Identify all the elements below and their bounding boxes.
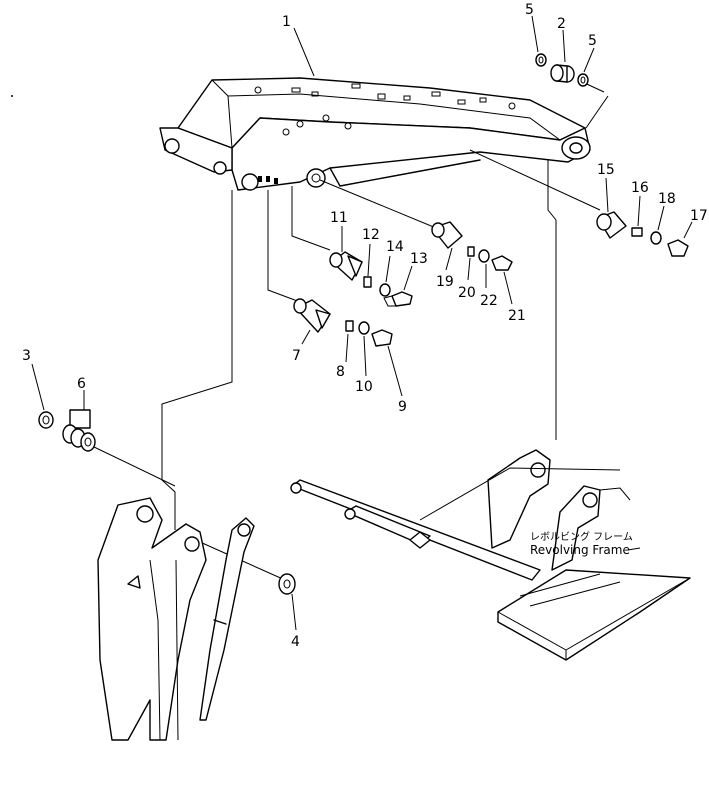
callout-1: 1 <box>282 14 291 30</box>
callout-12: 12 <box>362 227 380 243</box>
seal-5-right <box>577 73 589 87</box>
frame-label-english: Revolving Frame <box>530 543 630 557</box>
callout-21: 21 <box>508 308 526 324</box>
callout-19: 19 <box>436 274 454 290</box>
boom <box>159 77 591 191</box>
boom-foot-bracket <box>97 497 207 741</box>
callout-5-right: 5 <box>588 33 597 49</box>
callout-20: 20 <box>458 285 476 301</box>
spacer-16 <box>631 227 643 237</box>
callout-9: 9 <box>398 399 407 415</box>
boom-top-holes <box>254 83 516 136</box>
bushing-4 <box>278 573 296 595</box>
bolt-13 <box>383 291 413 307</box>
boom-cylinder <box>199 517 255 721</box>
callout-16: 16 <box>631 180 649 196</box>
pin-11 <box>329 251 363 281</box>
washer-22 <box>478 249 490 263</box>
callout-3: 3 <box>22 348 31 364</box>
seal-5-left <box>535 53 547 67</box>
pin-7 <box>293 298 331 333</box>
bushing-2 <box>550 64 575 83</box>
callout-22: 22 <box>480 293 498 309</box>
spacer-8 <box>345 320 354 332</box>
callout-6: 6 <box>77 376 86 392</box>
callout-5-left: 5 <box>525 2 534 18</box>
spacer-12 <box>363 276 372 288</box>
callout-8: 8 <box>336 364 345 380</box>
spacer-20 <box>467 246 475 257</box>
washer-14 <box>379 283 391 297</box>
bolt-21 <box>491 255 513 271</box>
washer-10 <box>358 321 370 335</box>
bushing-3 <box>38 411 54 429</box>
bolt-17 <box>667 239 689 257</box>
callout-10: 10 <box>355 379 373 395</box>
pin-15 <box>596 211 627 239</box>
callout-15: 15 <box>597 162 615 178</box>
callout-11: 11 <box>330 210 348 226</box>
callouts: 1 2 5 5 3 4 6 7 8 9 10 11 12 13 14 15 16 <box>22 2 708 650</box>
callout-17: 17 <box>690 208 708 224</box>
frame-label-japanese: レボルビング フレーム <box>530 530 633 543</box>
bolt-9 <box>371 329 393 347</box>
revolving-frame-assembly <box>290 449 691 661</box>
callout-14: 14 <box>386 239 404 255</box>
callout-4: 4 <box>291 634 300 650</box>
callout-7: 7 <box>292 348 301 364</box>
callout-18: 18 <box>658 191 676 207</box>
callout-13: 13 <box>410 251 428 267</box>
pin-19 <box>431 221 463 249</box>
callout-2: 2 <box>557 16 566 32</box>
washer-18 <box>650 231 662 245</box>
seal-set-6 <box>62 409 96 452</box>
guide-lines <box>91 79 609 581</box>
